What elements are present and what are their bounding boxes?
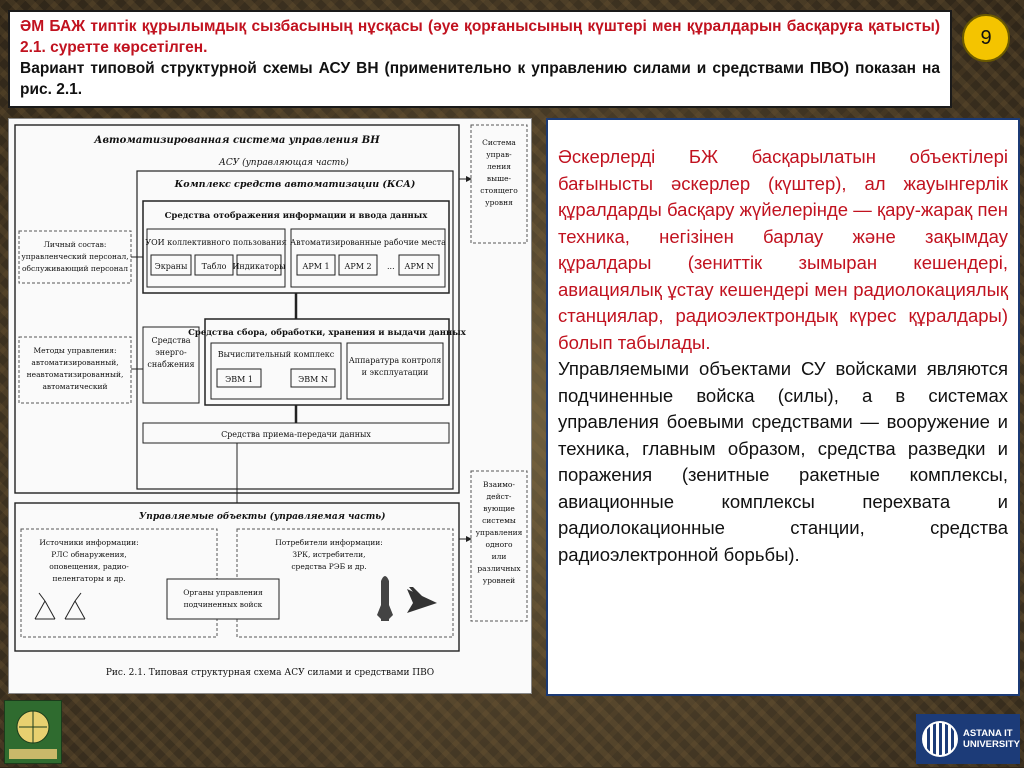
interaction-label-1: Взаимо- [483,480,515,489]
arm1-label: АРМ 1 [302,262,329,271]
methods-label-2: автоматизированный, [31,358,118,367]
consumers-label-2: ЗРК, истребители, [292,550,365,559]
interaction-label-8: различных [477,564,521,573]
methods-label-1: Методы управления: [33,346,116,355]
organs-label-2: подчиненных войск [184,600,263,609]
interaction-label-2: дейст- [487,492,512,501]
university-logo: ASTANA IT UNIVERSITY [916,714,1020,764]
screens-label: Экраны [155,262,188,271]
military-emblem-logo [4,700,62,764]
university-name-1: ASTANA IT [963,728,1020,739]
description-text-box: Әскерлерді БЖ басқарылатын объектілері б… [546,118,1020,696]
upper-level-label-5: стоящего [480,186,518,195]
display-block-label: Средства отображения информации и ввода … [165,210,429,221]
evm1-label: ЭВМ 1 [225,375,253,384]
apparatus-label-1: Аппаратура контроля [349,356,442,365]
consumers-label-1: Потребители информации: [275,538,383,547]
upper-level-label-4: выше- [487,174,512,183]
power-label-3: снабжения [147,360,194,369]
antenna-icon [35,593,85,619]
collect-block-label: Средства сбора, обработки, хранения и вы… [188,327,467,338]
power-label-1: Средства [151,336,190,345]
interaction-label-3: вующие [483,504,515,513]
description-ru: Управляемыми объектами СУ войсками являю… [558,356,1008,568]
arm-ellipsis: ... [387,262,395,271]
upper-level-label-2: управ- [486,150,512,159]
personnel-label-2: управленческий персонал, [21,252,128,261]
personnel-label-3: обслуживающий персонал [22,264,128,273]
ksa-label: Комплекс средств автоматизации (КСА) [174,179,416,190]
armn-label: АРМ N [404,262,433,271]
organs-box [167,579,279,619]
upper-level-label-1: Система [482,138,516,147]
arm2-label: АРМ 2 [344,262,371,271]
interaction-label-4: системы [482,516,516,525]
interaction-label-5: управления [476,528,523,537]
methods-label-4: автоматический [42,382,107,391]
managed-label: Управляемые объекты (управляемая часть) [139,511,385,522]
interaction-label-7: или [492,552,507,561]
apparatus-label-2: и эксплуатации [362,368,429,377]
structure-diagram: Автоматизированная система управления ВН… [8,118,532,694]
university-name-2: UNIVERSITY [963,739,1020,750]
uoi-label: УОИ коллективного пользования [145,238,286,247]
sources-label-3: оповещения, радио- [49,562,129,571]
methods-label-3: неавтоматизированный, [27,370,124,379]
consumers-label-3: средства РЭБ и др. [291,562,366,571]
aircraft-icon [407,587,437,613]
description-kz: Әскерлерді БЖ басқарылатын объектілері б… [558,144,1008,356]
personnel-label-1: Личный состав: [44,240,107,249]
computer-label: Вычислительный комплекс [218,350,335,359]
slide-number-badge: 9 [962,14,1010,62]
university-mark-icon [922,721,958,757]
upper-level-label-3: ления [487,162,511,171]
figure-title: Автоматизированная система управления ВН [93,135,380,146]
power-label-2: энерго- [155,348,187,357]
interaction-label-9: уровней [483,576,515,585]
indicators-label: Индикаторы [232,262,286,271]
slide-header: ӘМ БАЖ типтік құрылымдық сызбасының нұсқ… [8,10,952,108]
header-kz-text: ӘМ БАЖ типтік құрылымдық сызбасының нұсқ… [20,16,940,58]
transfer-label: Средства приема-передачи данных [221,430,371,439]
sources-label-1: Источники информации: [39,538,138,547]
interaction-label-6: одного [485,540,513,549]
figure-caption: Рис. 2.1. Типовая структурная схема АСУ … [106,668,434,678]
asu-label: АСУ (управляющая часть) [218,157,349,168]
organs-label-1: Органы управления [183,588,263,597]
arm-label: Автоматизированные рабочие места [290,238,446,247]
evmn-label: ЭВМ N [298,375,328,384]
sources-label-4: пеленгаторы и др. [52,574,125,583]
header-ru-text: Вариант типовой структурной схемы АСУ ВН… [20,58,940,100]
tablo-label: Табло [202,262,227,271]
sources-label-2: РЛС обнаружения, [51,550,127,559]
rocket-icon [377,576,393,621]
upper-level-label-6: уровня [485,198,513,207]
